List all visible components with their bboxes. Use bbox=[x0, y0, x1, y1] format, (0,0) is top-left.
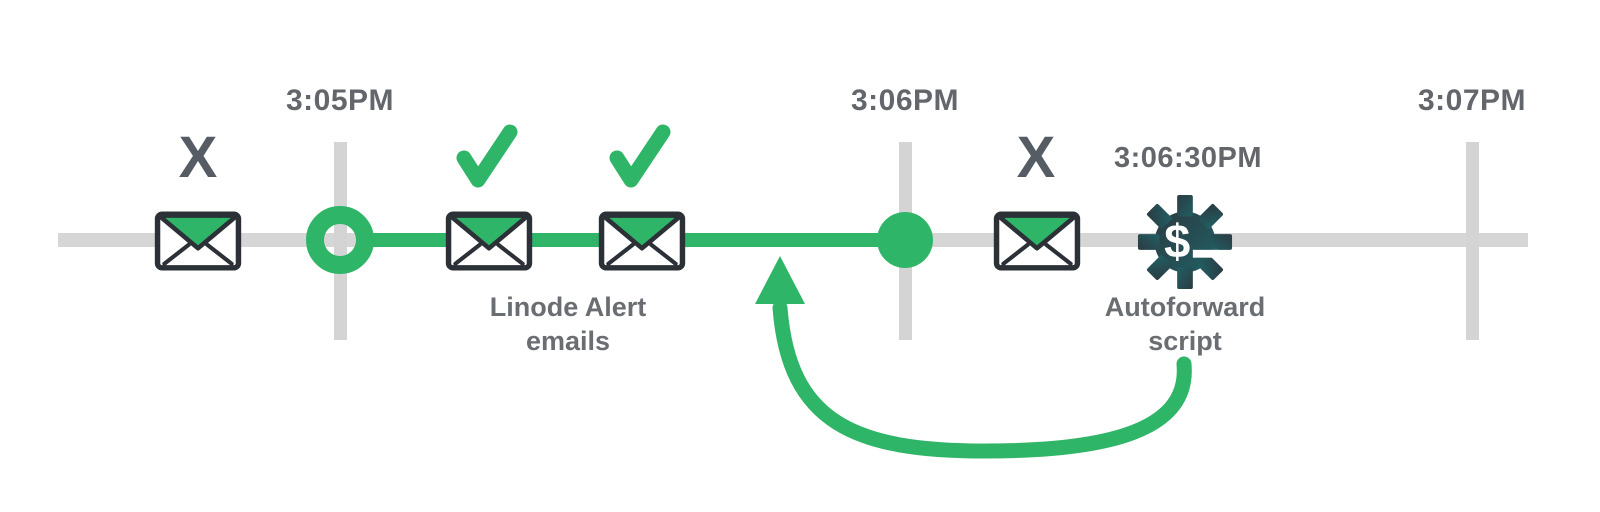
end-dot-marker bbox=[877, 212, 933, 268]
arrowhead bbox=[755, 256, 805, 304]
linode-alert-emails-caption: Linode Alert emails bbox=[458, 290, 678, 358]
failed-mark-right: X bbox=[1016, 125, 1056, 190]
caption-line: Linode Alert bbox=[489, 292, 647, 322]
email-envelope-icon bbox=[154, 211, 242, 271]
check-icon bbox=[609, 124, 671, 188]
autoforward-script-caption: Autoforward script bbox=[1075, 290, 1295, 358]
email-envelope-icon bbox=[598, 211, 686, 271]
autoforward-script-gear-icon: $ bbox=[1137, 194, 1233, 290]
time-label-3-06-30pm: 3:06:30PM bbox=[1114, 142, 1262, 174]
start-ring-marker bbox=[306, 206, 374, 274]
time-label-3-06pm: 3:06PM bbox=[850, 84, 960, 117]
time-label-3-07pm: 3:07PM bbox=[1417, 84, 1527, 117]
check-icon bbox=[456, 124, 518, 188]
email-envelope-icon bbox=[445, 211, 533, 271]
dollar-sign-glyph: $ bbox=[1164, 215, 1190, 268]
caption-line: Autoforward bbox=[1104, 292, 1266, 322]
caption-line: emails bbox=[525, 326, 611, 356]
failed-mark-left: X bbox=[178, 125, 218, 190]
email-envelope-icon bbox=[993, 211, 1081, 271]
caption-line: script bbox=[1148, 326, 1222, 356]
prompt-dash-glyph bbox=[1192, 249, 1219, 258]
tick-3-07pm bbox=[1466, 142, 1479, 340]
time-label-3-05pm: 3:05PM bbox=[285, 84, 395, 117]
feedback-curved-arrow bbox=[755, 256, 1192, 459]
